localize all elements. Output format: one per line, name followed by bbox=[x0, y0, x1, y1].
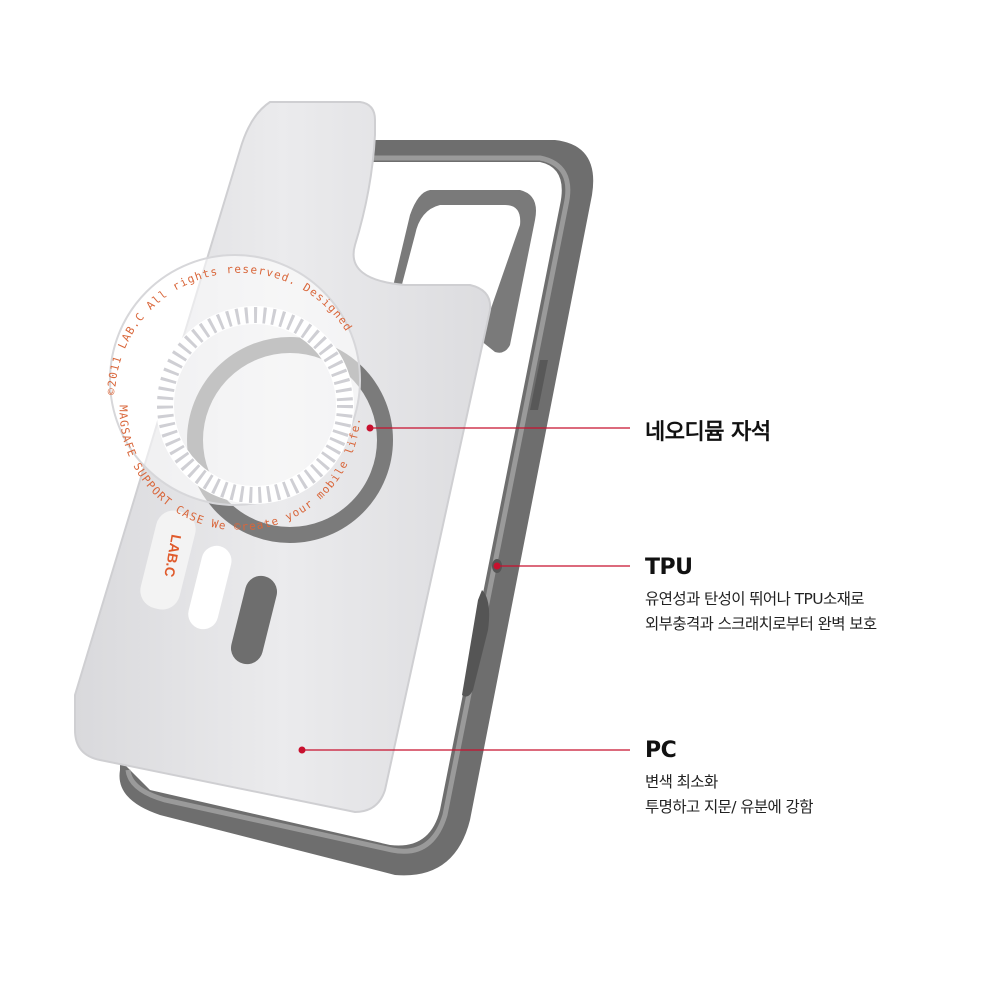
camera-frame bbox=[385, 190, 536, 353]
cutout-right bbox=[230, 575, 278, 665]
callout-title-tpu: TPU bbox=[645, 555, 693, 580]
labc-logo-tab: LAB.C bbox=[140, 510, 196, 610]
cutout-left bbox=[188, 545, 232, 630]
volume-button bbox=[530, 360, 548, 410]
callout-lines bbox=[298, 424, 630, 754]
callout-title-pc: PC bbox=[645, 738, 677, 763]
logo-text: LAB.C bbox=[161, 533, 184, 578]
side-button bbox=[462, 590, 490, 697]
tpu-bumper-frame bbox=[119, 140, 594, 876]
callout-title-magnet: 네오디뮴 자석 bbox=[645, 420, 771, 445]
callout-desc-tpu-2: 외부충격과 스크래치로부터 완벽 보호 bbox=[645, 615, 877, 633]
callout-desc-pc-2: 투명하고 지문/ 유분에 강함 bbox=[645, 798, 813, 816]
callout-desc-pc-1: 변색 최소화 bbox=[645, 773, 718, 791]
bumper-outer bbox=[119, 140, 594, 876]
callout-desc-tpu-1: 유연성과 탄성이 뛰어나 TPU소재로 bbox=[645, 590, 865, 608]
bumper-inner-edge bbox=[125, 155, 571, 854]
